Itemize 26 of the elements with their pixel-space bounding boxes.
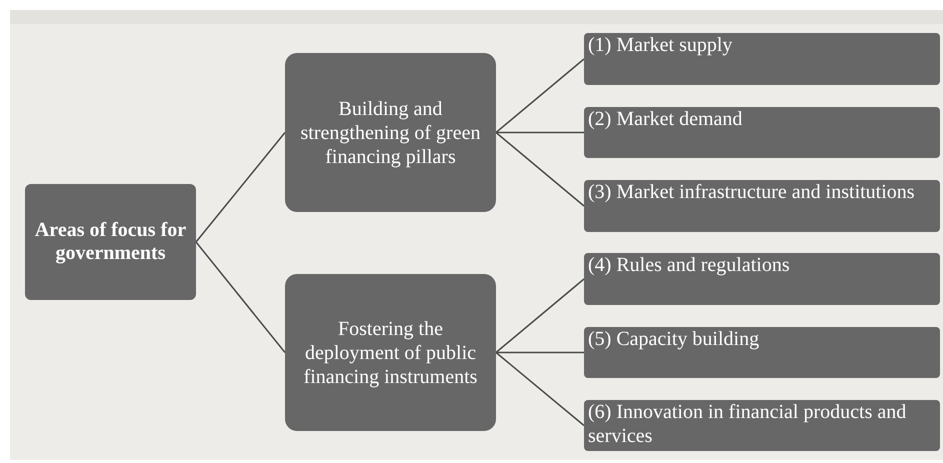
item-box xyxy=(584,327,940,378)
category-box xyxy=(285,53,496,212)
category-box xyxy=(285,274,496,431)
box-label: (2) Market demand xyxy=(588,107,744,131)
box-label: (5) Capacity building xyxy=(588,327,760,351)
box-label: (6) Innovation in financial products and services xyxy=(588,400,908,448)
connector-line xyxy=(496,58,584,134)
item-box xyxy=(584,107,940,158)
box-label: Building and strengthening of green financing pillars xyxy=(300,96,482,168)
box-label: Fostering the deployment of public financing instruments xyxy=(302,316,478,388)
connector-line xyxy=(496,278,584,354)
item-box xyxy=(584,180,940,232)
connector-line xyxy=(195,132,286,242)
box-label: (1) Market supply xyxy=(588,33,734,57)
connector-line xyxy=(496,132,584,134)
connector-line xyxy=(496,352,584,426)
item-box xyxy=(584,253,940,305)
connector-line xyxy=(496,132,584,207)
item-box xyxy=(584,400,940,451)
box-label: Areas of focus for governments xyxy=(34,219,188,265)
connector-line xyxy=(195,242,286,353)
connector-line xyxy=(496,352,584,354)
item-box xyxy=(584,33,940,85)
box-label: (4) Rules and regulations xyxy=(588,253,791,277)
box-label: (3) Market infrastructure and institutions xyxy=(588,180,916,204)
category-box xyxy=(25,184,196,300)
